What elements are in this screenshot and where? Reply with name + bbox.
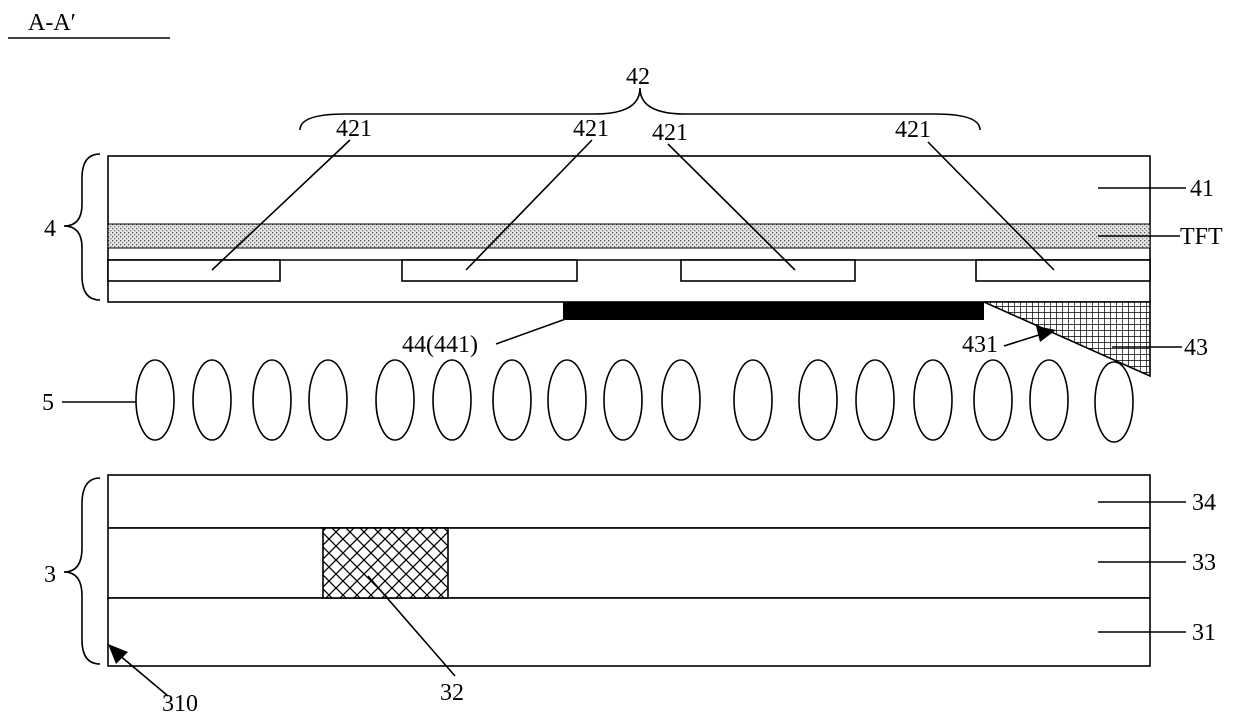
liquid-crystal-layer — [136, 360, 1133, 442]
electrode-421-4 — [976, 260, 1150, 281]
electrode-421-2 — [402, 260, 577, 281]
label-43: 43 — [1184, 335, 1208, 361]
label-33: 33 — [1192, 550, 1216, 576]
label-42: 42 — [626, 64, 650, 90]
label-44-441: 44(441) — [402, 332, 478, 358]
label-31: 31 — [1192, 620, 1216, 646]
leader-44-441 — [496, 316, 574, 344]
label-421-2: 421 — [573, 116, 609, 142]
lc-molecule — [1095, 362, 1133, 442]
lc-molecule — [662, 360, 700, 440]
lc-molecule — [856, 360, 894, 440]
black-matrix-44 — [563, 302, 984, 320]
label-41: 41 — [1190, 176, 1214, 202]
label-3: 3 — [44, 562, 56, 588]
lc-molecule — [734, 360, 772, 440]
label-32: 32 — [440, 680, 464, 706]
lc-molecule — [604, 360, 642, 440]
lc-molecule — [193, 360, 231, 440]
electrode-421-1 — [108, 260, 280, 281]
layer-34 — [108, 475, 1150, 528]
brace-4 — [64, 154, 100, 300]
lc-molecule — [548, 360, 586, 440]
lc-molecule — [433, 360, 471, 440]
lc-molecule — [914, 360, 952, 440]
wedge-43 — [984, 302, 1150, 376]
lc-molecule — [309, 360, 347, 440]
label-310: 310 — [162, 691, 198, 717]
brace-42 — [300, 88, 980, 130]
tft-layer — [108, 224, 1150, 248]
arrow-431 — [1004, 334, 1042, 346]
label-431: 431 — [962, 332, 998, 358]
section-title: A-A′ — [28, 10, 76, 36]
label-5: 5 — [42, 390, 54, 416]
label-421-1: 421 — [336, 116, 372, 142]
label-421-4: 421 — [895, 117, 931, 143]
lc-molecule — [253, 360, 291, 440]
electrode-421-3 — [681, 260, 855, 281]
part-32 — [323, 528, 448, 598]
layer-31 — [108, 598, 1150, 666]
lc-molecule — [493, 360, 531, 440]
brace-3 — [64, 478, 100, 664]
lc-molecule — [974, 360, 1012, 440]
label-tft: TFT — [1180, 224, 1223, 250]
lc-molecule — [799, 360, 837, 440]
lc-molecule — [376, 360, 414, 440]
label-4: 4 — [44, 216, 56, 242]
lc-molecule — [1030, 360, 1068, 440]
layer-33 — [108, 528, 1150, 598]
label-34: 34 — [1192, 490, 1216, 516]
label-421-3: 421 — [652, 120, 688, 146]
lc-molecule — [136, 360, 174, 440]
